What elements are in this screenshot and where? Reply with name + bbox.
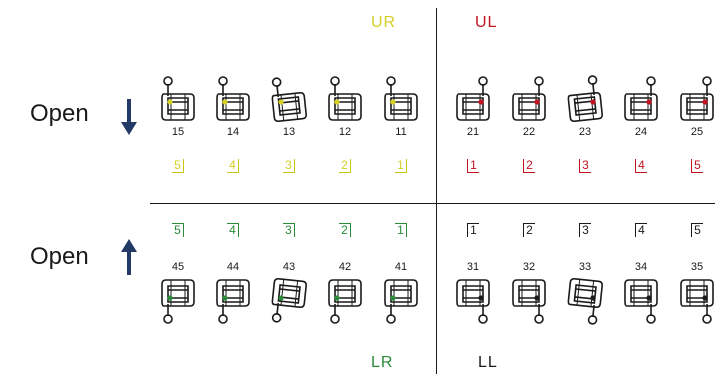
tooth-number-22: 22 (514, 126, 544, 138)
bracket-35 (675, 276, 715, 326)
palmer-notation-23: 3 (570, 158, 600, 173)
palmer-notation-13: 3 (274, 158, 304, 173)
palmer-notation-33: 3 (570, 223, 600, 237)
tooth-number-45: 45 (163, 261, 193, 273)
open-label-upper: Open (30, 100, 89, 128)
tooth-number-21: 21 (458, 126, 488, 138)
palmer-notation-24: 4 (626, 158, 656, 173)
bracket-14 (211, 74, 255, 124)
tooth-number-23: 23 (570, 126, 600, 138)
palmer-notation-12: 2 (330, 158, 360, 173)
bracket-22 (507, 74, 551, 124)
bracket-45 (156, 276, 200, 326)
palmer-notation-45: 5 (163, 223, 193, 237)
palmer-notation-21: 1 (458, 158, 488, 173)
bracket-41 (379, 276, 423, 326)
palmer-notation-31: 1 (458, 223, 488, 237)
bracket-43 (267, 276, 311, 326)
bracket-12 (323, 74, 367, 124)
horizontal-divider (150, 203, 715, 204)
quadrant-label-lr: LR (371, 354, 393, 372)
palmer-notation-11: 1 (386, 158, 416, 173)
palmer-notation-15: 5 (163, 158, 193, 173)
bracket-15 (156, 74, 200, 124)
tooth-number-42: 42 (330, 261, 360, 273)
tooth-number-25: 25 (682, 126, 712, 138)
tooth-number-34: 34 (626, 261, 656, 273)
bracket-34 (619, 276, 663, 326)
bracket-11 (379, 74, 423, 124)
palmer-notation-22: 2 (514, 158, 544, 173)
quadrant-label-ur: UR (371, 14, 396, 32)
tooth-number-32: 32 (514, 261, 544, 273)
up-arrow-icon (120, 237, 138, 277)
tooth-number-13: 13 (274, 126, 304, 138)
palmer-notation-42: 2 (330, 223, 360, 237)
palmer-notation-34: 4 (626, 223, 656, 237)
vertical-divider (436, 8, 437, 374)
down-arrow-icon (120, 97, 138, 137)
tooth-number-24: 24 (626, 126, 656, 138)
bracket-21 (451, 74, 495, 124)
palmer-notation-14: 4 (218, 158, 248, 173)
bracket-33 (563, 276, 607, 326)
quadrant-label-ul: UL (475, 14, 497, 32)
tooth-number-15: 15 (163, 126, 193, 138)
palmer-notation-25: 5 (682, 158, 712, 173)
palmer-notation-35: 5 (682, 223, 712, 237)
tooth-number-44: 44 (218, 261, 248, 273)
bracket-31 (451, 276, 495, 326)
tooth-number-11: 11 (386, 126, 416, 138)
palmer-notation-44: 4 (218, 223, 248, 237)
bracket-13 (267, 74, 311, 124)
palmer-notation-32: 2 (514, 223, 544, 237)
tooth-number-43: 43 (274, 261, 304, 273)
tooth-number-12: 12 (330, 126, 360, 138)
open-label-lower: Open (30, 243, 89, 271)
tooth-number-14: 14 (218, 126, 248, 138)
bracket-25 (675, 74, 715, 124)
palmer-notation-41: 1 (386, 223, 416, 237)
bracket-23 (563, 74, 607, 124)
quadrant-label-ll: LL (478, 354, 498, 372)
bracket-32 (507, 276, 551, 326)
bracket-44 (211, 276, 255, 326)
tooth-number-33: 33 (570, 261, 600, 273)
bracket-24 (619, 74, 663, 124)
tooth-number-31: 31 (458, 261, 488, 273)
tooth-number-41: 41 (386, 261, 416, 273)
palmer-notation-43: 3 (274, 223, 304, 237)
bracket-42 (323, 276, 367, 326)
tooth-number-35: 35 (682, 261, 712, 273)
